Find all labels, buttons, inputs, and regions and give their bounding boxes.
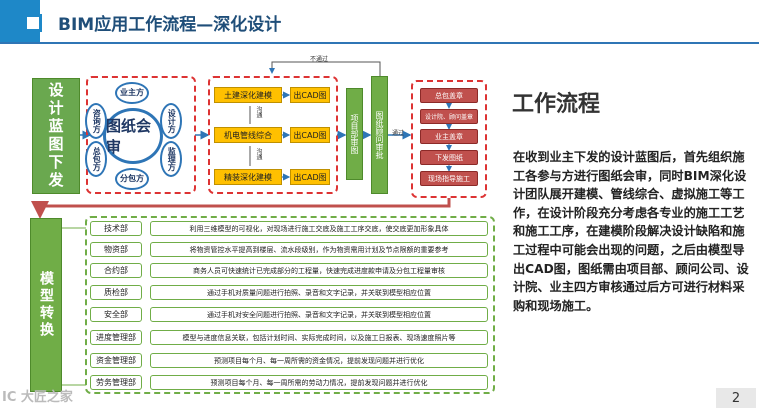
approval-step-2: 设计院、顾问盖章 [420,109,478,124]
passed-label: 通过 [392,130,405,137]
model-convert-box: 模型转换 [30,218,62,392]
dept-technology-desc: 利用三维模型的可视化，对现场进行施工交底及施工工序交底，使交底更加形象具体 [150,221,488,236]
deepening-civil: 土建深化建模 [214,87,282,103]
comm-label-2: 沟通 [255,148,262,160]
dept-quality: 质检部 [90,285,142,300]
watermark: IC 大匠之家 [2,390,73,405]
party-consultant: 咨询方 [85,103,107,139]
dept-materials: 物资部 [90,242,142,257]
comm-label-1: 沟通 [255,106,262,118]
dept-safety: 安全部 [90,307,142,322]
party-supervisor: 监理方 [160,141,182,177]
approval-step-1: 总包盖章 [420,88,478,103]
design-blueprint-box: 设计蓝图下发 [32,78,80,194]
project-review-box: 项目部审图 [346,88,363,180]
dept-technology: 技术部 [90,221,142,236]
dept-contracts: 合约部 [90,263,142,278]
page-number: 2 [716,388,756,408]
dept-contracts-desc: 商务人员可快速统计已完成部分的工程量，快速完成进度款申请及分包工程量审核 [150,263,488,278]
deepening-mep: 机电管线综合 [214,127,282,143]
dept-schedule: 进度管理部 [90,330,142,345]
deepening-finish: 精装深化建模 [214,169,282,185]
approval-step-5: 现场指导施工 [420,171,478,186]
title-divider [0,42,759,44]
dept-schedule-desc: 模型与进度信息关联，包括计划时间、实际完成时间，以及施工日报表、现场速度照片等 [150,330,488,345]
party-designer: 设计方 [160,103,182,139]
departments-group [85,216,495,394]
dept-funds: 资金管理部 [90,353,142,368]
review-center: 图纸会审 [103,108,163,164]
party-general-contractor: 总包方 [85,141,107,177]
consultant-review-box: 图纸顾问审批 [371,76,388,194]
logo-square-icon [24,14,42,32]
cad-civil: 出CAD图 [290,87,330,103]
page-title: BIM应用工作流程—深化设计 [58,15,282,35]
review-group [86,76,196,194]
approval-step-3: 业主盖章 [420,129,478,144]
dept-safety-desc: 通过手机对安全问题进行拍照、录音和文字记录，并关联到模型相应位置 [150,307,488,322]
workflow-heading: 工作流程 [512,92,601,117]
dept-labor-desc: 预测项目每个月、每一周所需的劳动力情况，提前发现问题并进行优化 [150,375,488,390]
dept-materials-desc: 将物资管控水平提高到楼层、流水段级别，作为物资需用计划及节点限额的重要参考 [150,242,488,257]
cad-finish: 出CAD图 [290,169,330,185]
dept-funds-desc: 预测项目每个月、每一周所需的资金情况，提前发现问题并进行优化 [150,353,488,368]
dept-labor: 劳务管理部 [90,375,142,390]
dept-quality-desc: 通过手机对质量问题进行拍照、录音和文字记录，并关联到模型相应位置 [150,285,488,300]
party-owner: 业主方 [115,82,149,104]
not-passed-label: 不通过 [310,56,329,63]
approval-step-4: 下发图纸 [420,150,478,165]
workflow-paragraph: 在收到业主下发的设计蓝图后，首先组织施工各参与方进行图纸会审，同时BIM深化设计… [513,150,749,313]
approval-group [411,80,487,198]
party-subcontractor: 分包方 [115,168,149,190]
cad-mep: 出CAD图 [290,127,330,143]
deepening-group [208,76,338,194]
